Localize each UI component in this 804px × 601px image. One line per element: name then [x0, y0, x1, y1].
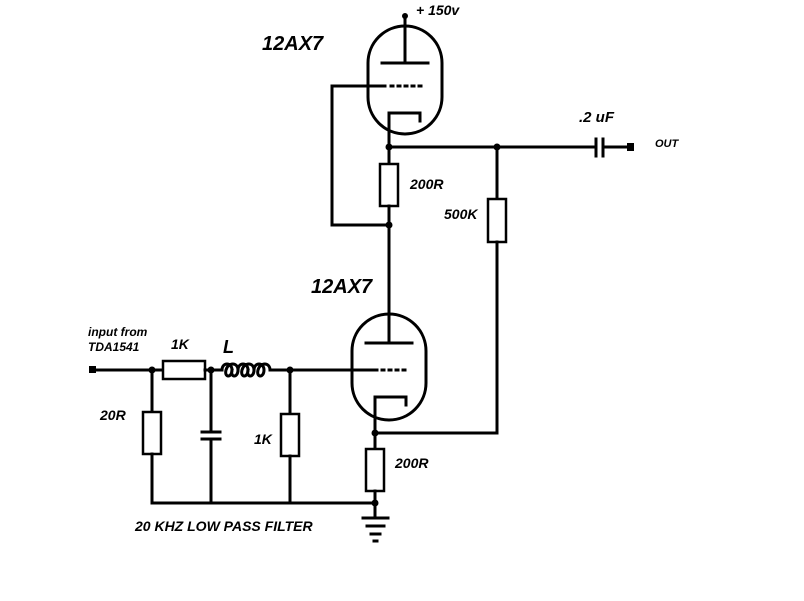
- supply-label: + 150v: [416, 2, 460, 18]
- r-lower-cathode-label: 200R: [395, 455, 429, 471]
- upper-cathode: [387, 111, 422, 130]
- inductor-label: L: [223, 337, 234, 357]
- caption: 20 KHZ LOW PASS FILTER: [135, 518, 313, 534]
- output-label: OUT: [655, 138, 679, 150]
- r-upper-cathode-label: 200R: [410, 176, 444, 192]
- inductor-l: [220, 362, 272, 378]
- lower-cathode: [373, 395, 408, 414]
- output-terminal: [627, 143, 634, 151]
- upper-tube: [366, 14, 444, 136]
- lower-tube-label: 12AX7: [311, 276, 373, 298]
- r-feedback-label: 500K: [444, 206, 478, 222]
- r-series-label: 1K: [171, 336, 189, 352]
- resistor-500k: [486, 197, 508, 244]
- resistor-20r: [141, 410, 163, 456]
- input-label-line1: input from: [88, 325, 148, 339]
- r-grid-label: 1K: [254, 431, 272, 447]
- upper-tube-label: 12AX7: [262, 33, 324, 55]
- upper-grid-wire: [330, 84, 391, 227]
- supply-terminal: [402, 13, 408, 19]
- output-cap-label: .2 uF: [579, 109, 615, 126]
- resistor-1k-grid: [279, 412, 301, 458]
- resistor-1k-series: [161, 359, 207, 381]
- ground-symbol: [361, 516, 390, 543]
- resistor-200r-upper: [378, 162, 400, 208]
- resistor-200r-lower: [364, 447, 386, 493]
- input-label-line2: TDA1541: [88, 340, 140, 354]
- r-shunt-label: 20R: [100, 407, 126, 423]
- lower-tube: [350, 312, 428, 422]
